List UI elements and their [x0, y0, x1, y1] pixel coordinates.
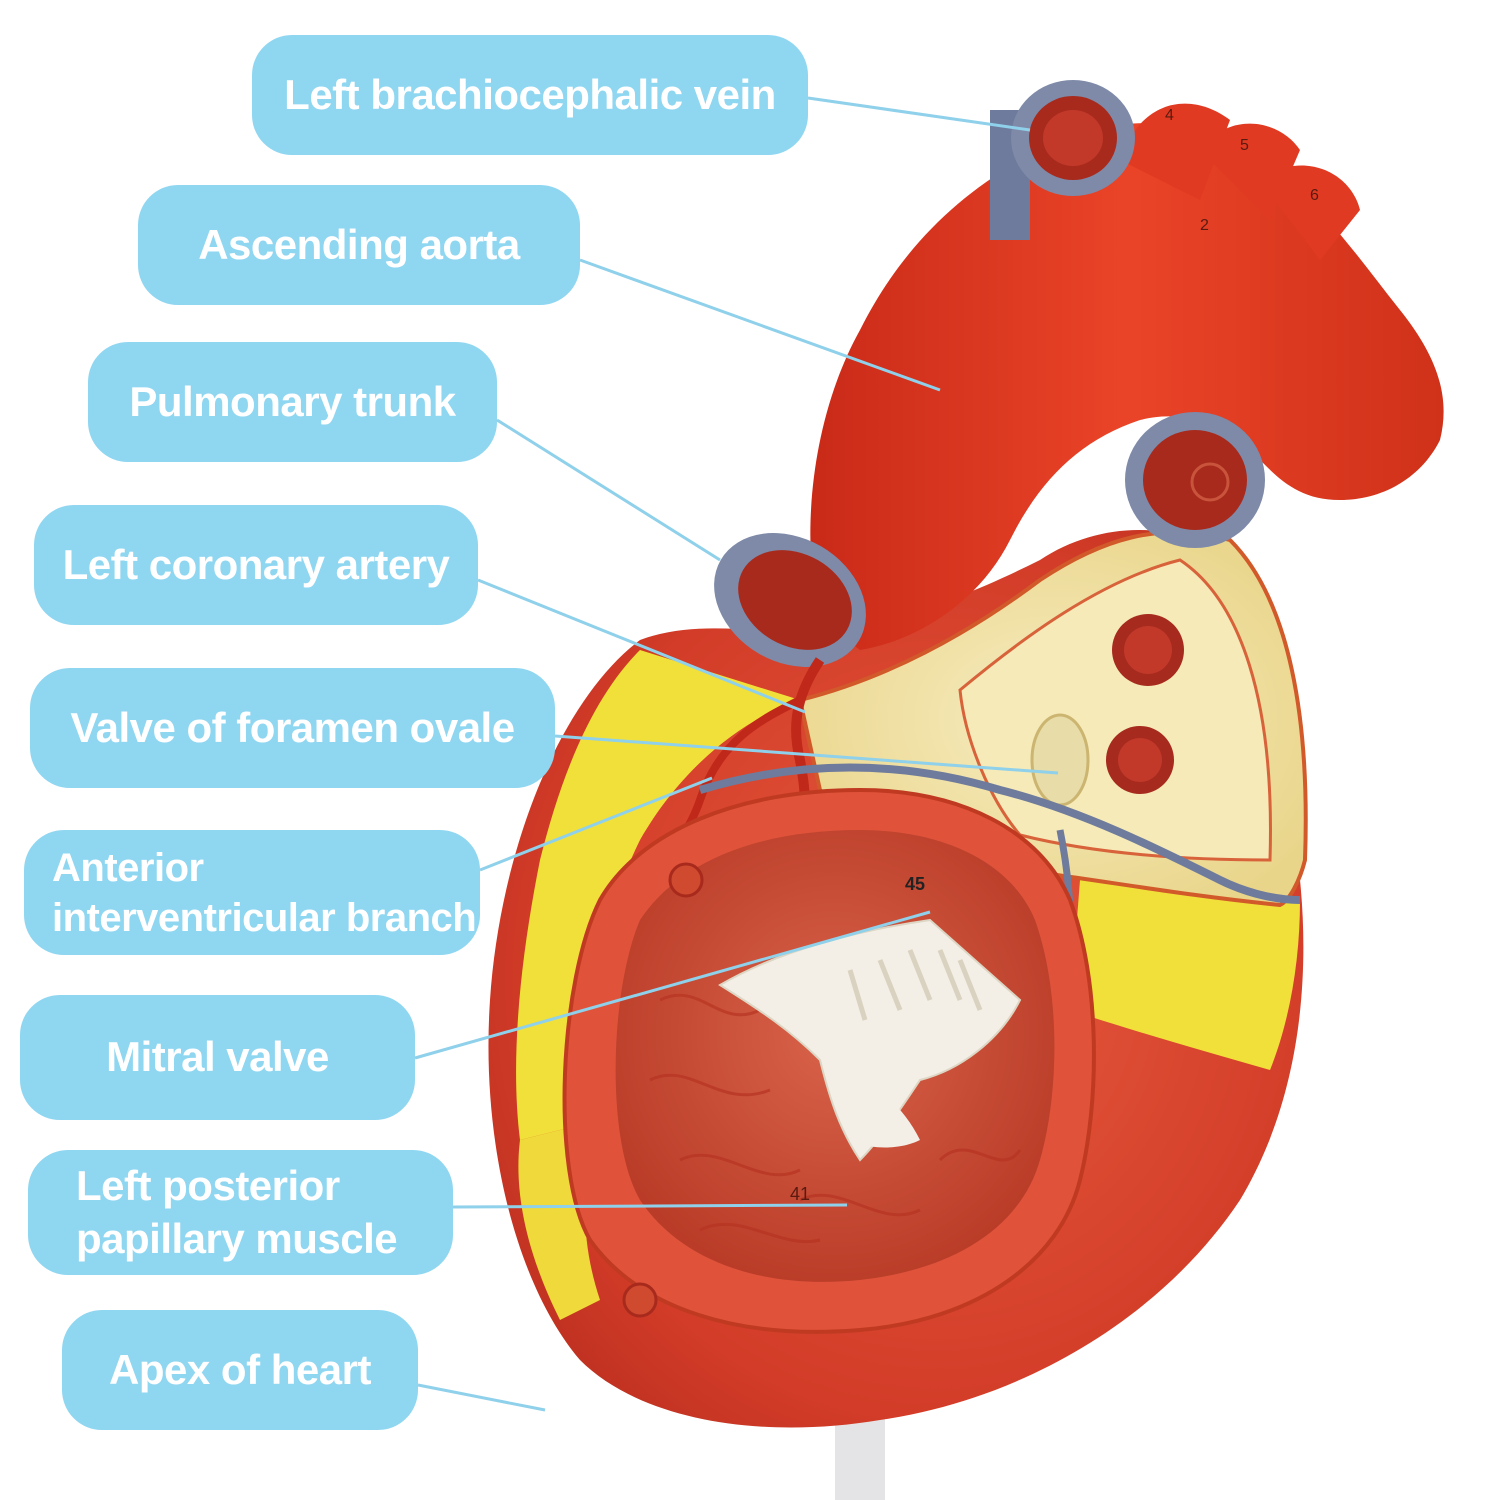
papillary-muscle-white: [840, 1080, 920, 1148]
model-marking: 2: [1200, 217, 1209, 234]
model-marking: 41: [790, 1184, 810, 1204]
label-text-line1: Left posterior: [76, 1162, 340, 1209]
label-text-line2: papillary muscle: [76, 1214, 398, 1262]
leader-line: [579, 258, 941, 392]
leader-lines: [414, 96, 1059, 1412]
label-text: Pulmonary trunk: [129, 377, 456, 425]
leader-line: [477, 578, 806, 714]
label-ascending-aorta: Ascending aorta: [138, 185, 580, 305]
label-left-brachiocephalic-vein: Left brachiocephalic vein: [252, 35, 808, 155]
label-text: Apex of heart: [109, 1345, 371, 1393]
label-mitral-valve: Mitral valve: [20, 995, 415, 1120]
label-left-coronary-artery: Left coronary artery: [34, 505, 478, 625]
leader-line: [479, 776, 713, 872]
leader-line: [554, 734, 1059, 775]
model-marking: 45: [905, 874, 925, 894]
label-text-line2: interventricular branch: [52, 895, 477, 940]
label-text: Left coronary artery: [62, 540, 450, 588]
label-text: Valve of foramen ovale: [70, 703, 515, 751]
label-text-line1: Anterior: [52, 845, 204, 890]
leader-line: [417, 1383, 546, 1412]
label-valve-of-foramen-ovale: Valve of foramen ovale: [30, 668, 555, 788]
chordae-tendineae: [847, 949, 983, 1021]
fat-right: [1070, 880, 1300, 1070]
label-anterior-interventricular-branch: Anterior interventricular branch: [24, 830, 480, 955]
model-marking: 4: [1165, 107, 1174, 124]
leader-line: [807, 96, 1031, 132]
model-marking: 6: [1310, 187, 1319, 204]
leader-line: [452, 1203, 848, 1209]
aortic-arch: [810, 123, 1444, 650]
leader-line: [496, 418, 721, 562]
model-marking: 5: [1240, 137, 1249, 154]
leader-line: [414, 910, 931, 1060]
mitral-valve-leaflet: [718, 918, 1022, 1162]
label-left-posterior-papillary-muscle: Left posterior papillary muscle: [28, 1150, 453, 1275]
label-text: Ascending aorta: [198, 220, 520, 268]
foramen-ovale-valve: [1030, 713, 1090, 807]
label-text: Left brachiocephalic vein: [284, 70, 776, 118]
label-pulmonary-trunk: Pulmonary trunk: [88, 342, 497, 462]
label-text: Mitral valve: [106, 1033, 329, 1081]
label-apex-of-heart: Apex of heart: [62, 1310, 418, 1430]
coronary-vein: [698, 763, 1301, 904]
